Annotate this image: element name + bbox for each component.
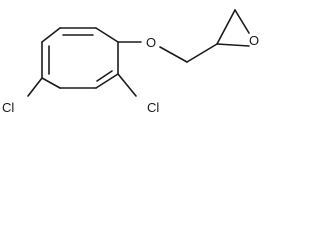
chemical-structure-diagram: O O Cl Cl — [0, 0, 270, 128]
bond-ether-oxygen-to-ch2 — [159, 46, 188, 63]
atom-label-chlorine-para: Cl — [2, 100, 14, 115]
bond-ring-to-chlorine-ortho — [117, 73, 137, 97]
ring-bond-c7-c1 — [95, 73, 119, 89]
ring-bond-c1-c2 — [95, 27, 119, 43]
ring-bond-c3-c4 — [41, 27, 61, 43]
chlorine-bonds — [27, 73, 137, 97]
benzene-ring — [41, 27, 119, 89]
ring-bond-c5-c6 — [41, 77, 61, 89]
atom-label-chlorine-ortho: Cl — [147, 100, 159, 115]
epoxide-bond-c-o-upper — [234, 9, 250, 34]
epoxide-bond-c-c — [216, 9, 236, 45]
atom-label-epoxide-oxygen: O — [249, 33, 259, 48]
structure-canvas: O O Cl Cl — [2, 9, 259, 115]
epoxide-bond-o-c-lower — [216, 43, 250, 47]
epoxide-ring — [216, 9, 250, 47]
ether-side-chain — [117, 41, 218, 63]
bond-ch2-to-epoxide — [186, 43, 218, 63]
atom-label-ether-oxygen: O — [146, 35, 156, 50]
ring-double-bond-bottom-right — [96, 70, 113, 82]
bond-ring-to-chlorine-para — [27, 77, 43, 97]
